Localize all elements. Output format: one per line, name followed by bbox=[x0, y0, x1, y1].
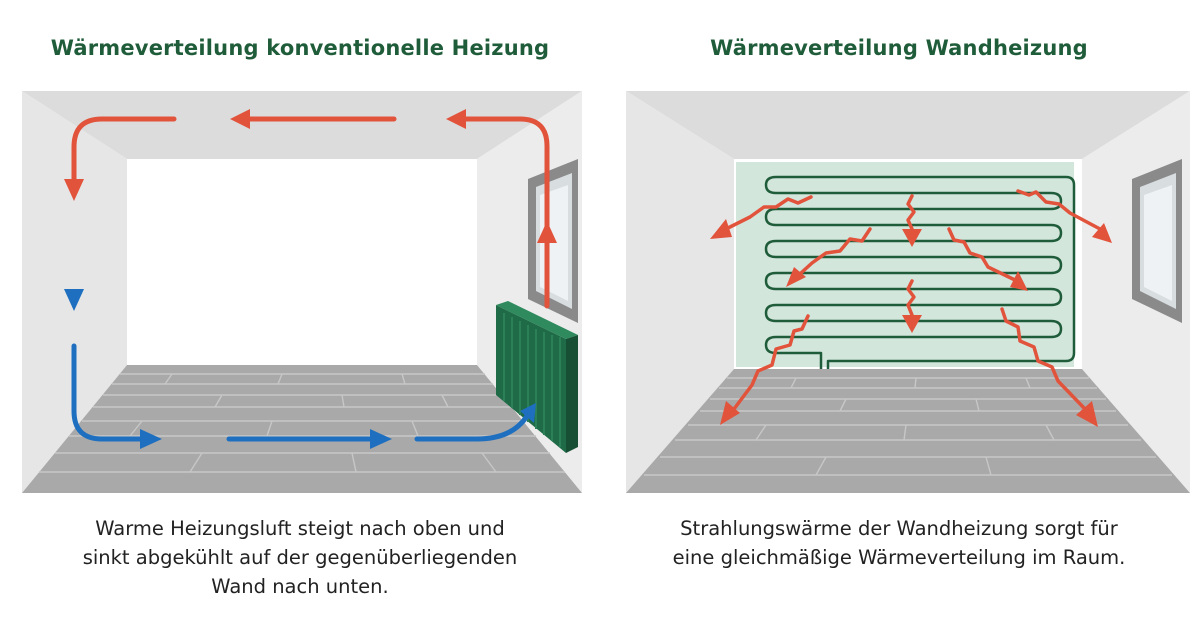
conventional-heating-title: Wärmeverteilung konventionelle Heizung bbox=[0, 36, 600, 60]
caption-line: eine gleichmäßige Wärmeverteilung im Rau… bbox=[600, 543, 1198, 572]
caption-line: Strahlungswärme der Wandheizung sorgt fü… bbox=[600, 514, 1198, 543]
wall-heating-panel: Wärmeverteilung Wandheizung bbox=[600, 0, 1198, 630]
wall-heating-room-illustration bbox=[626, 91, 1190, 493]
window-icon bbox=[1132, 159, 1182, 323]
caption-line: sinkt abgekühlt auf der gegenüberliegend… bbox=[0, 543, 600, 572]
back-wall bbox=[127, 159, 477, 365]
wall-heating-title: Wärmeverteilung Wandheizung bbox=[600, 36, 1198, 60]
conventional-room-illustration bbox=[22, 91, 582, 493]
conventional-heating-caption: Warme Heizungsluft steigt nach oben und … bbox=[0, 514, 600, 601]
caption-line: Wand nach unten. bbox=[0, 572, 600, 601]
wall-heating-caption: Strahlungswärme der Wandheizung sorgt fü… bbox=[600, 514, 1198, 572]
conventional-heating-panel: Wärmeverteilung konventionelle Heizung bbox=[0, 0, 600, 630]
caption-line: Warme Heizungsluft steigt nach oben und bbox=[0, 514, 600, 543]
